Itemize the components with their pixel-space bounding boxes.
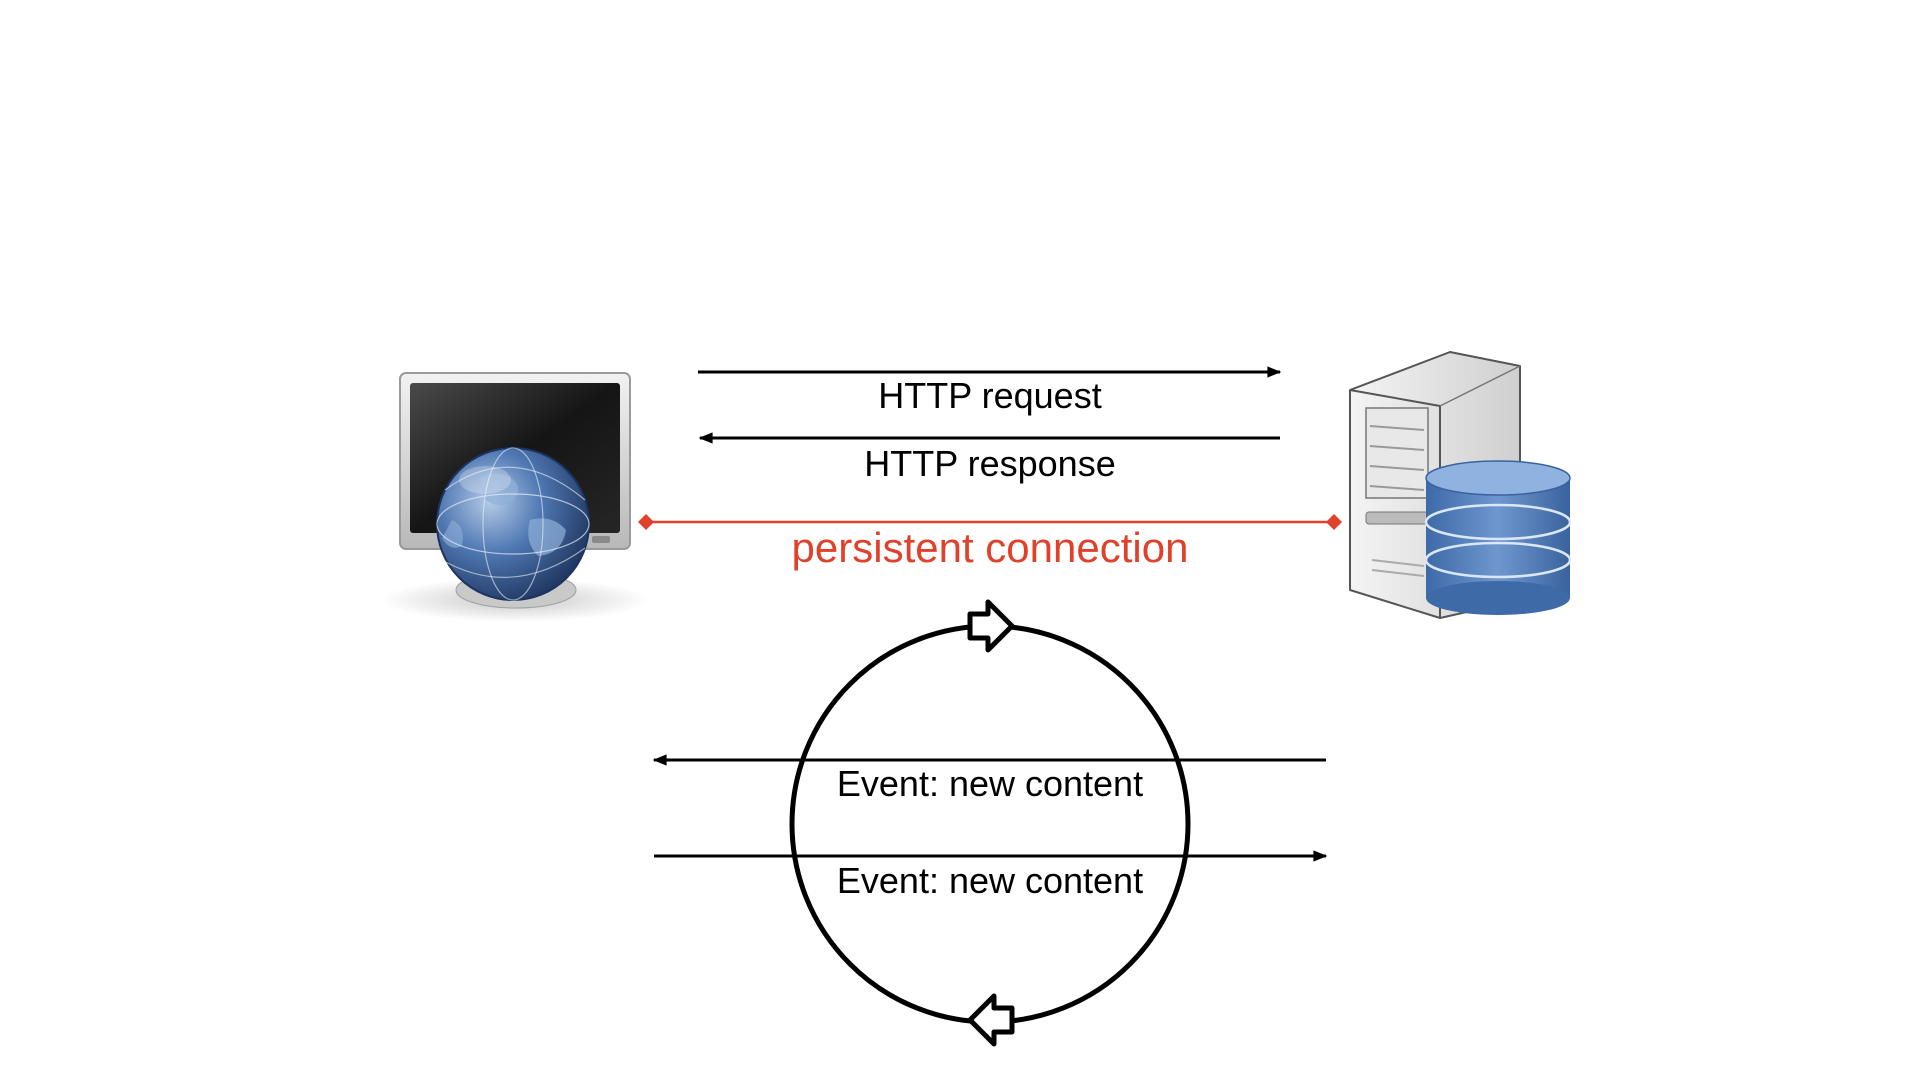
server-tower-with-database-icon xyxy=(1349,351,1572,619)
loop-direction-arrow-bottom xyxy=(967,993,1015,1047)
persistent-connection-line xyxy=(638,514,1342,530)
loop-direction-arrow-top xyxy=(967,599,1015,653)
http-response-label: HTTP response xyxy=(864,443,1115,484)
event-loop-circle xyxy=(789,623,1191,1025)
event-label-outgoing: Event: new content xyxy=(837,860,1143,901)
monitor-with-globe-icon xyxy=(380,372,650,622)
event-label-incoming: Event: new content xyxy=(837,763,1143,804)
http-request-label: HTTP request xyxy=(878,375,1101,416)
persistent-connection-label: persistent connection xyxy=(792,524,1189,571)
